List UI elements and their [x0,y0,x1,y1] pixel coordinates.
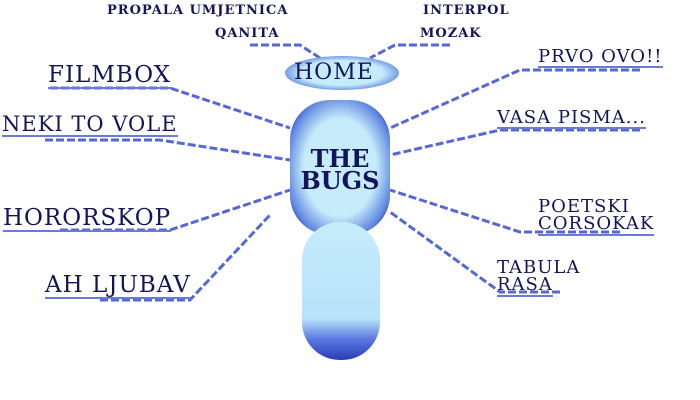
bug-head [285,56,399,90]
link-poetski-corsokak[interactable]: POETSKI CORSOKAK [538,196,655,236]
link-neki-to-vole[interactable]: NEKI TO VOLE [2,112,178,137]
the-bugs-title: THE BUGS [290,144,390,195]
link-tabula-line1: TABULA [497,257,581,278]
link-prvo-ovo[interactable]: PRVO OVO!! [538,46,663,68]
link-interpol[interactable]: INTERPOL [423,3,510,18]
bug-abdomen [302,222,380,360]
link-tabula-rasa[interactable]: TABULA RASA [497,257,581,297]
link-qanita[interactable]: QANITA [215,26,280,41]
link-poetski-line1: POETSKI [538,196,630,217]
legs [45,43,640,302]
link-home[interactable]: HOME [294,60,374,85]
title-line1: THE [310,144,370,173]
link-tabula-line2: RASA [497,274,553,297]
link-filmbox[interactable]: FILMBOX [48,62,172,89]
bug-thorax [290,100,390,235]
link-ah-ljubav[interactable]: AH LJUBAV [45,272,191,299]
link-poetski-line2: CORSOKAK [538,213,655,236]
link-mozak[interactable]: MOZAK [420,26,482,41]
link-vasa-pisma[interactable]: VASA PISMA... [497,107,646,129]
link-hororskop[interactable]: HORORSKOP [3,205,172,232]
title-line2: BUGS [300,166,380,195]
link-propala-umjetnica[interactable]: PROPALA UMJETNICA [107,3,289,18]
